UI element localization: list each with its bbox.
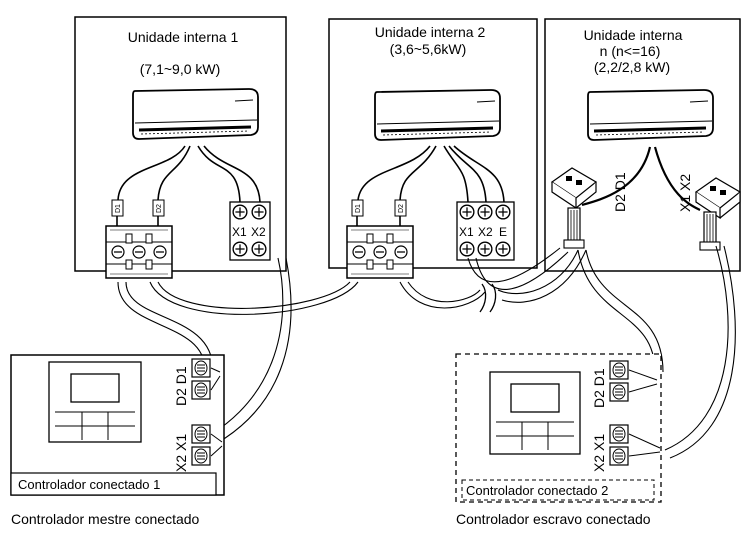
indoor-unit-2: Unidade interna 2 (3,6~5,6kW) D1 D2 X1 X… bbox=[328, 18, 538, 279]
indoor-unit-1-port-x2: X2 bbox=[251, 225, 266, 239]
screw-terminal-icon bbox=[232, 204, 248, 220]
controller-1: D2 D1 X2 X1 Controlador conectado 1 bbox=[10, 354, 225, 496]
screw-terminal-icon bbox=[609, 382, 629, 402]
indoor-unit-1-capacity: (7,1~9,0 kW) bbox=[140, 61, 221, 77]
wire-tag-d2-unit1: D2 bbox=[156, 204, 163, 213]
indoor-unit-2-name: Unidade interna 2 bbox=[375, 24, 486, 40]
cable-connector-icon bbox=[694, 177, 742, 251]
cable-connector-icon bbox=[550, 167, 598, 249]
screw-terminal-icon bbox=[477, 241, 493, 257]
controller-1-caption: Controlador mestre conectado bbox=[11, 511, 200, 527]
terminal-block-icon bbox=[346, 225, 414, 279]
screw-terminal-icon bbox=[191, 446, 211, 466]
indoor-unit-1-port-x1: X1 bbox=[232, 225, 247, 239]
indoor-unit-n-capacity: (2,2/2,8 kW) bbox=[594, 59, 670, 75]
controller-2-label: Controlador conectado 2 bbox=[466, 483, 608, 498]
controller-2-caption: Controlador escravo conectado bbox=[456, 511, 651, 527]
screw-terminal-icon bbox=[232, 241, 248, 257]
controller-1-label: Controlador conectado 1 bbox=[18, 477, 160, 492]
indoor-ac-unit-icon bbox=[373, 88, 502, 142]
indoor-unit-2-port-x1: X1 bbox=[459, 225, 474, 239]
controller-1-terminal-x2x1: X2 X1 bbox=[173, 434, 189, 472]
indoor-unit-2-port-x2: X2 bbox=[478, 225, 493, 239]
screw-terminal-icon bbox=[191, 424, 211, 444]
controller-2: D2 D1 X2 X1 Controlador conectado 2 bbox=[455, 353, 662, 503]
indoor-unit-n-signal-x1x2: X1 X2 bbox=[677, 174, 693, 212]
indoor-unit-2-port-e: E bbox=[499, 225, 507, 239]
indoor-unit-2-capacity: (3,6~5,6kW) bbox=[390, 41, 467, 57]
screw-terminal-icon bbox=[459, 204, 475, 220]
indoor-unit-1-name: Unidade interna 1 bbox=[128, 29, 239, 45]
indoor-unit-n-name: Unidade interna bbox=[584, 27, 683, 43]
screw-terminal-icon bbox=[495, 204, 511, 220]
controller-display-icon bbox=[48, 361, 142, 443]
indoor-unit-n-signal-d2d1: D2 D1 bbox=[612, 172, 628, 212]
indoor-ac-unit-icon bbox=[131, 87, 260, 141]
wire-tag-d1-unit2: D1 bbox=[355, 204, 362, 213]
indoor-unit-n-count-note: n (n<=16) bbox=[600, 43, 661, 59]
controller-1-terminal-d2d1: D2 D1 bbox=[173, 366, 189, 406]
screw-terminal-icon bbox=[191, 380, 211, 400]
indoor-unit-n: Unidade interna n (n<=16) (2,2/2,8 kW) D… bbox=[544, 18, 742, 272]
wire-tag-d1-unit1: D1 bbox=[115, 204, 122, 213]
controller-display-icon bbox=[489, 371, 581, 455]
screw-terminal-icon bbox=[609, 360, 629, 380]
controller-2-terminal-d2d1: D2 D1 bbox=[591, 368, 607, 408]
screw-terminal-icon bbox=[459, 241, 475, 257]
interconnect-cables bbox=[117, 245, 736, 459]
indoor-unit-1: Unidade interna 1 (7,1~9,0 kW) D1 D2 X1 … bbox=[74, 16, 287, 279]
screw-terminal-icon bbox=[251, 204, 267, 220]
wire-tag-d2-unit2: D2 bbox=[398, 204, 405, 213]
screw-terminal-icon bbox=[495, 241, 511, 257]
indoor-ac-unit-icon bbox=[586, 88, 715, 142]
screw-terminal-icon bbox=[477, 204, 493, 220]
terminal-block-icon bbox=[105, 225, 173, 279]
controller-2-terminal-x2x1: X2 X1 bbox=[591, 434, 607, 472]
screw-terminal-icon bbox=[609, 446, 629, 466]
screw-terminal-icon bbox=[609, 424, 629, 444]
screw-terminal-icon bbox=[191, 358, 211, 378]
screw-terminal-icon bbox=[251, 241, 267, 257]
